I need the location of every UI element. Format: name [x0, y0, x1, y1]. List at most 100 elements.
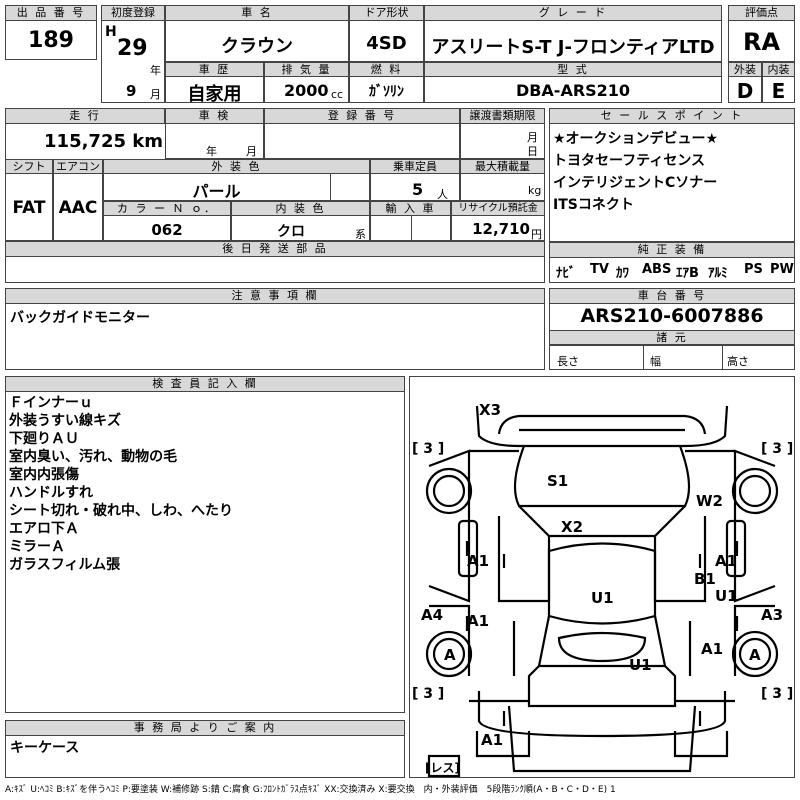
- model: DBA-ARS210: [515, 81, 631, 100]
- max-load-unit: kg: [528, 184, 542, 197]
- damage-mark: A: [444, 646, 456, 664]
- recycle-fee: 12,710: [472, 220, 530, 238]
- registration-number-cell: [264, 108, 460, 159]
- displacement-label: 排 気 量: [264, 62, 349, 77]
- shift-label: シフト: [5, 159, 53, 174]
- specs-label: 諸 元: [549, 330, 795, 345]
- sales-point-line: ★オークションデビュー★: [553, 131, 719, 147]
- inspector-line: シート切れ・破れ中、しわ、へたり: [9, 503, 233, 519]
- interior-color-unit: 系: [355, 228, 366, 241]
- equipment-item: ABS: [642, 262, 672, 277]
- sales-point-line: ITSコネクト: [553, 197, 634, 213]
- specs-row: [549, 345, 795, 370]
- inspector-line: ハンドルすれ: [9, 485, 93, 501]
- damage-mark: A1: [701, 640, 723, 658]
- damage-mark: U1: [715, 587, 738, 605]
- color-number: 062: [151, 221, 183, 239]
- tire-depth-rear-left: [ 3 ]: [412, 686, 444, 702]
- grade: アスリートS-T J-フロンティアLTD: [431, 37, 715, 58]
- interior-grade: E: [771, 79, 786, 103]
- fuel: ｶﾞｿﾘﾝ: [369, 84, 404, 100]
- lot-number-label: 出 品 番 号: [5, 5, 97, 21]
- shift: FAT: [12, 198, 46, 218]
- notes-label: 注 意 事 項 欄: [5, 288, 545, 304]
- displacement: 2000: [284, 81, 329, 100]
- legend: A:ｷｽﾞ U:ﾍｺﾐ B:ｷｽﾞを伴うﾍｺﾐ P:要塗装 W:補修跡 S:錆 …: [5, 785, 616, 795]
- history-label: 車 歴: [165, 62, 264, 77]
- transfer-month-unit: 月: [527, 131, 538, 144]
- specs-divider: [722, 345, 723, 370]
- office-text: キーケース: [10, 740, 80, 756]
- inspector-lines: Ｆインナーｕ 外装うすい線キズ 下廻りＡＵ 室内臭い、汚れ、動物の毛 室内内張傷…: [9, 394, 233, 574]
- inspector-line: 下廻りＡＵ: [9, 431, 79, 447]
- grade-label: グ レ ー ド: [424, 5, 722, 21]
- mileage-label: 走 行: [5, 108, 165, 124]
- width-label: 幅: [650, 355, 661, 368]
- door-type: 4SD: [366, 33, 407, 54]
- exterior-grade: D: [736, 79, 754, 103]
- equipment-item: PW: [770, 262, 794, 277]
- first-registration-label: 初度登録: [101, 5, 165, 21]
- damage-mark: A1: [481, 731, 503, 749]
- capacity: 5: [412, 180, 424, 199]
- car-diagram-box: [409, 376, 795, 778]
- spare-tire: [レス]: [425, 761, 460, 775]
- reg-year: 29: [117, 36, 148, 61]
- mileage: 115,725 km: [44, 131, 163, 152]
- capacity-cell: [370, 159, 460, 201]
- tire-depth-rear-right: [ 3 ]: [761, 686, 793, 702]
- reg-month: 9: [126, 82, 137, 100]
- tire-depth-front-left: [ 3 ]: [412, 441, 444, 457]
- transfer-deadline-label: 譲渡書類期限: [460, 108, 545, 124]
- damage-mark: S1: [547, 472, 568, 490]
- exterior-grade-label: 外装: [728, 62, 762, 77]
- damage-mark: X3: [479, 401, 501, 419]
- damage-mark: W2: [696, 492, 723, 510]
- sales-point-line: インテリジェントCソナー: [553, 175, 718, 191]
- parts-label: 後 日 発 送 部 品: [5, 241, 545, 257]
- damage-mark: A1: [467, 552, 489, 570]
- car-name: クラウン: [221, 36, 293, 57]
- reg-month-unit: 月: [150, 88, 161, 101]
- interior-color-cell: [231, 201, 370, 241]
- damage-mark: A1: [467, 612, 489, 630]
- length-label: 長さ: [557, 355, 579, 368]
- damage-mark: A1: [715, 552, 737, 570]
- sales-point-line: トヨタセーフティセンス: [553, 153, 706, 169]
- transfer-deadline-cell: [460, 108, 545, 159]
- ac-cell: [53, 159, 103, 241]
- history: 自家用: [187, 84, 242, 105]
- equipment-item: ｱﾙﾐ: [708, 266, 728, 281]
- capacity-unit: 人: [437, 188, 448, 201]
- sales-points-label: セ ー ル ス ポ イ ン ト: [549, 108, 795, 124]
- lot-number: 189: [28, 28, 74, 53]
- inspection-month-unit: 月: [246, 145, 257, 158]
- inspector-line: 外装うすい線キズ: [9, 413, 121, 429]
- inspector-line: 室内臭い、汚れ、動物の毛: [9, 449, 178, 465]
- inspector-line: ガラスフィルム張: [9, 557, 121, 573]
- inspector-line: Ｆインナーｕ: [9, 395, 93, 411]
- recycle-unit: 円: [531, 228, 542, 241]
- import-cell: [370, 201, 451, 241]
- registration-number-label: 登 録 番 号: [264, 108, 460, 124]
- equipment-item: ｶﾜ: [616, 266, 629, 281]
- tire-depth-front-right: [ 3 ]: [761, 441, 793, 457]
- transfer-day-unit: 日: [527, 145, 538, 158]
- color-number-cell: [103, 201, 231, 241]
- specs-divider: [643, 345, 644, 370]
- notes-text: バックガイドモニター: [10, 310, 150, 326]
- score: RA: [742, 28, 781, 56]
- shift-cell: [5, 159, 53, 241]
- damage-mark: U1: [591, 589, 614, 607]
- era: H: [105, 24, 117, 40]
- damage-mark: A: [749, 646, 761, 664]
- equipment-item: TV: [590, 262, 609, 277]
- door-label: ドア形状: [349, 5, 424, 21]
- inspector-line: エアロ下Ａ: [9, 521, 79, 537]
- interior-grade-label: 内装: [762, 62, 795, 77]
- car-diagram: X3 S1 W2 X2 A1 A1 B1 U1 U1 A4 A1 A3 A A1…: [412, 401, 793, 778]
- interior-color: クロ: [277, 224, 305, 240]
- damage-mark: B1: [694, 570, 716, 588]
- equipment-label: 純 正 装 備: [549, 242, 795, 258]
- color-divider: [330, 174, 331, 201]
